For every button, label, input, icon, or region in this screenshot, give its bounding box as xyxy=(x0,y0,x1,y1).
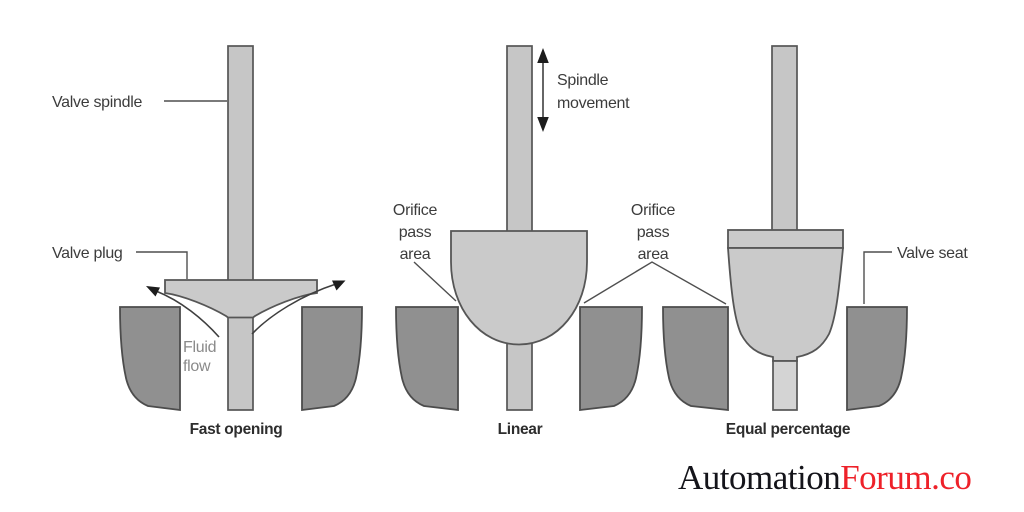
caption-equal-percentage: Equal percentage xyxy=(725,421,851,438)
fluid-flow-arrowhead-right-icon xyxy=(332,280,346,291)
valve-seat-leader-line xyxy=(863,251,892,304)
spindle-movement-arrowhead-up-icon xyxy=(537,48,549,63)
middle-valve-seat-right-shape xyxy=(579,306,643,412)
orifice-left-leader-line xyxy=(413,261,457,302)
middle-valve-plug-shape xyxy=(450,230,588,346)
left-valve-plug-shape xyxy=(164,279,318,319)
spindle-movement-label: Spindle movement xyxy=(557,69,630,115)
orifice-right-leader-lines xyxy=(583,261,727,305)
watermark-brand-red: Forum.co xyxy=(840,458,972,497)
left-valve-seat-right-shape xyxy=(301,306,363,412)
fluid-flow-arrowhead-left-icon xyxy=(146,286,160,297)
orifice-right-line1: Orifice xyxy=(630,202,676,219)
orifice-left-line1: Orifice xyxy=(392,202,438,219)
watermark-brand-black: Automation xyxy=(678,458,841,497)
orifice-pass-area-label-left: Orifice pass area xyxy=(385,200,445,266)
orifice-left-line2: pass xyxy=(398,224,432,241)
spindle-movement-arrowhead-down-icon xyxy=(537,117,549,132)
left-valve-seat-left-shape xyxy=(119,306,181,412)
middle-valve-spindle-shape xyxy=(506,45,533,411)
right-valve-spindle-shape xyxy=(771,45,798,232)
right-valve-stem-shape xyxy=(772,360,798,411)
orifice-right-line2: pass xyxy=(636,224,670,241)
caption-fast-opening: Fast opening xyxy=(189,421,283,438)
fluid-flow-line2: flow xyxy=(183,358,211,375)
caption-linear: Linear xyxy=(497,421,543,438)
fluid-flow-line1: Fluid xyxy=(183,339,217,356)
orifice-pass-area-label-right: Orifice pass area xyxy=(622,200,684,266)
fluid-flow-arrow-left xyxy=(155,290,220,338)
fluid-flow-label: Fluid flow xyxy=(183,338,216,376)
right-valve-plug-cap-shape xyxy=(727,229,844,249)
watermark-brand: AutomationForum.co xyxy=(678,458,972,497)
left-valve-spindle-shape xyxy=(227,45,254,411)
orifice-right-line3: area xyxy=(637,246,669,263)
right-valve-seat-right-shape xyxy=(846,306,908,412)
valve-plug-label: Valve plug xyxy=(52,245,123,262)
valve-spindle-label: Valve spindle xyxy=(52,94,143,111)
orifice-left-line3: area xyxy=(399,246,431,263)
middle-valve-seat-left-shape xyxy=(395,306,459,412)
spindle-movement-line2: movement xyxy=(557,95,630,112)
valve-seat-label: Valve seat xyxy=(897,245,968,262)
valve-plug-leader-line xyxy=(136,251,188,279)
fluid-flow-arrow-right xyxy=(251,283,337,335)
spindle-movement-line1: Spindle xyxy=(557,72,609,89)
right-valve-plug-body-shape xyxy=(727,247,844,362)
right-valve-seat-left-shape xyxy=(662,306,729,412)
